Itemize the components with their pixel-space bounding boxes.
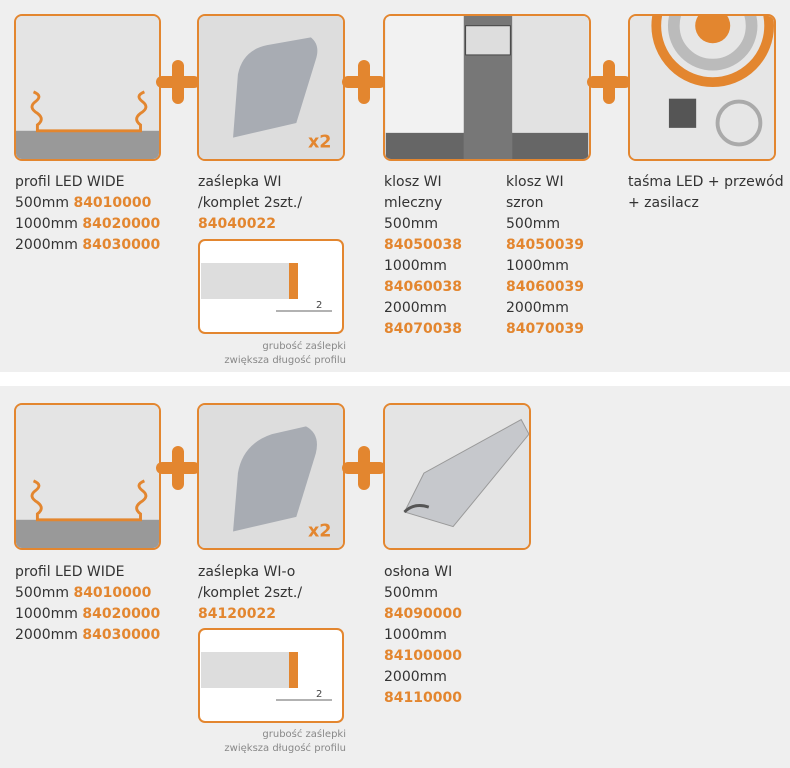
endcap-image: x2 bbox=[197, 403, 345, 550]
endcap-thickness-diagram: 2 bbox=[198, 239, 344, 334]
profile-caption: profil LED WIDE 500mm 84010000 1000mm 84… bbox=[15, 174, 161, 253]
quantity-badge: x2 bbox=[308, 521, 331, 541]
quantity-badge: x2 bbox=[308, 132, 331, 152]
plus-icon bbox=[156, 446, 200, 490]
profile-image bbox=[14, 403, 161, 550]
endcap-image: x2 bbox=[197, 14, 345, 161]
endcap-caption: zaślepka WI/komplet 2szt./84040022 bbox=[198, 174, 303, 232]
plus-icon bbox=[342, 446, 386, 490]
endcap-caption: zaślepka WI-o/komplet 2szt./84120022 bbox=[198, 564, 303, 622]
led-caption: taśma LED + przewód+ zasilacz bbox=[628, 174, 784, 211]
shield-image bbox=[383, 403, 531, 550]
dimension-label: 2 bbox=[316, 300, 322, 311]
plus-icon bbox=[342, 60, 386, 104]
led-strip-image bbox=[628, 14, 776, 161]
dimension-label: 2 bbox=[316, 689, 322, 700]
endcap-thickness-diagram: 2 bbox=[198, 628, 344, 723]
profile-caption: profil LED WIDE 500mm 84010000 1000mm 84… bbox=[15, 564, 161, 643]
profile-image bbox=[14, 14, 161, 161]
plus-icon bbox=[156, 60, 200, 104]
cover-image bbox=[383, 14, 591, 161]
plus-icon bbox=[587, 60, 631, 104]
